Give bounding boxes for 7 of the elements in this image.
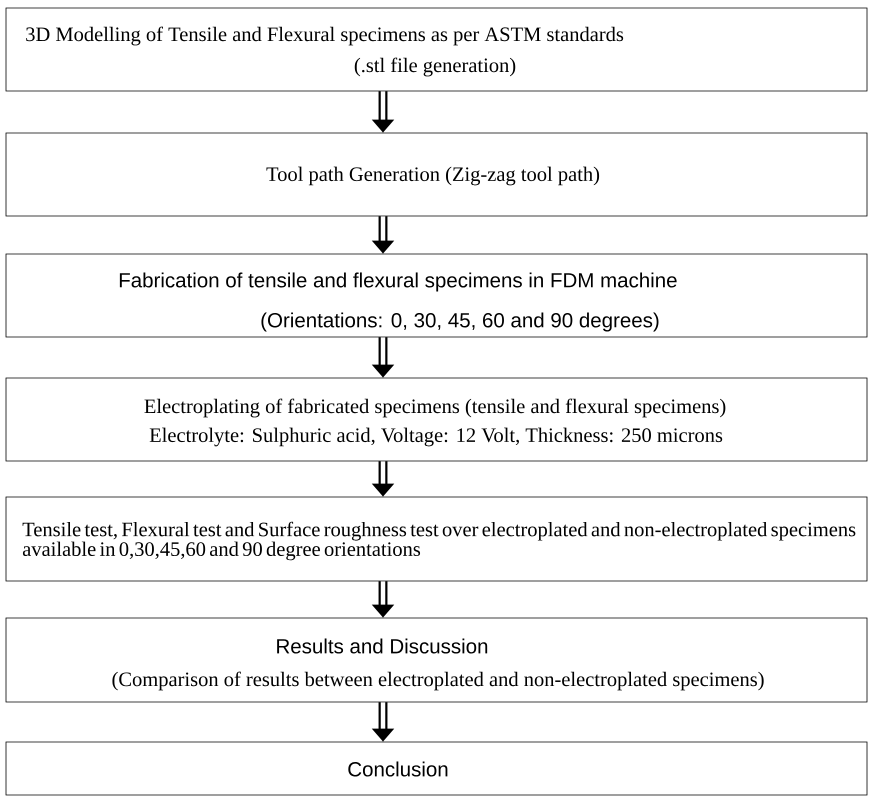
process-box: Fabrication of tensile and flexural specimens in FDM machine (Orientations: 0, 30, 45, 60 and 90 degrees): [6, 254, 868, 338]
process-box: Electroplating of fabricated specimens (tensile and flexural specimens) Electrolyte: Sulphuric acid, Voltage: 12 Volt, Thickness: 250 microns: [6, 378, 868, 462]
process-box: Tool path Generation (Zig-zag tool path): [6, 132, 868, 216]
process-box: Conclusion: [6, 742, 868, 796]
process-box: 3D Modelling of Tensile and Flexural specimens as per ASTM standards (.stl file generation): [6, 8, 868, 92]
process-box: Tensile test, Flexural test and Surface roughness test over electroplated and non-electroplated specimens available in 0,30,45,60 and 90 degree orientations: [6, 496, 868, 582]
process-box: Results and Discussion (Comparison of results between electroplated and non-electroplated specimens): [6, 618, 868, 702]
